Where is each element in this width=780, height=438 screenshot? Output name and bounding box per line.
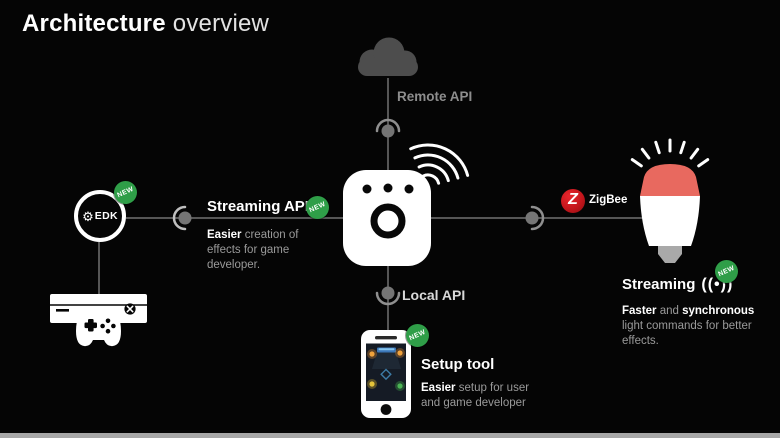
- new-badge-streaming-light: NEW: [715, 260, 738, 283]
- gear-icon: ⚙: [82, 208, 94, 224]
- remote-api-label: Remote API: [397, 89, 473, 104]
- phone-screen-lights: [367, 347, 405, 391]
- local-api-label: Local API: [402, 287, 466, 303]
- edk-label: EDK: [94, 210, 118, 222]
- wifi-icon: [409, 143, 470, 185]
- zigbee-logo-letter: Z: [568, 191, 578, 208]
- desc-bold: Easier: [421, 382, 456, 394]
- bulb-rays-icon: [630, 138, 710, 168]
- connector-node-top: [375, 118, 401, 138]
- setup-tool-heading: Setup tool: [421, 356, 495, 373]
- desc-mid: and: [656, 305, 683, 317]
- phone-icon: [361, 330, 411, 418]
- new-badge-label: NEW: [408, 328, 427, 343]
- edk-node: ⚙EDK: [74, 190, 126, 242]
- setup-tool-description: Easier setup for user and game developer: [421, 381, 546, 411]
- hue-bridge-icon: [343, 170, 431, 266]
- zigbee-logo: Z: [561, 189, 585, 213]
- new-badge-label: NEW: [308, 200, 327, 215]
- connector-node-right: [525, 205, 545, 231]
- connector-node-bottom: [375, 286, 401, 306]
- hue-bulb-icon: [640, 164, 700, 263]
- desc-rest: creation of effects for game developer.: [207, 229, 299, 272]
- xbox-controller-icon: [76, 309, 121, 347]
- zigbee-label: ZigBee: [589, 194, 628, 206]
- new-badge-label: NEW: [116, 185, 135, 200]
- bottom-bar: [0, 433, 780, 438]
- streaming-api-description: Easier creation of effects for game deve…: [207, 228, 317, 274]
- new-badge-edk: NEW: [114, 181, 137, 204]
- cloud-icon: [358, 37, 418, 76]
- desc-bold: Easier: [207, 229, 242, 241]
- desc-bold: Faster: [622, 305, 657, 317]
- new-badge-label: NEW: [717, 264, 736, 279]
- connector-node-left: [172, 205, 192, 231]
- new-badge-streaming-api: NEW: [306, 196, 329, 219]
- streaming-light-heading-text: Streaming: [622, 276, 696, 293]
- streaming-light-description: Faster and synchronous light commands fo…: [622, 304, 764, 350]
- desc-bold: synchronous: [682, 305, 755, 317]
- streaming-api-heading: Streaming API: [207, 198, 309, 215]
- desc-rest: setup for user and game developer: [421, 382, 530, 410]
- new-badge-setup-tool: NEW: [406, 324, 429, 347]
- xbox-console-icon: [50, 294, 147, 323]
- desc-rest: light commands for better effects.: [622, 320, 752, 348]
- title-light: overview: [172, 10, 270, 37]
- title-bold: Architecture: [22, 10, 166, 37]
